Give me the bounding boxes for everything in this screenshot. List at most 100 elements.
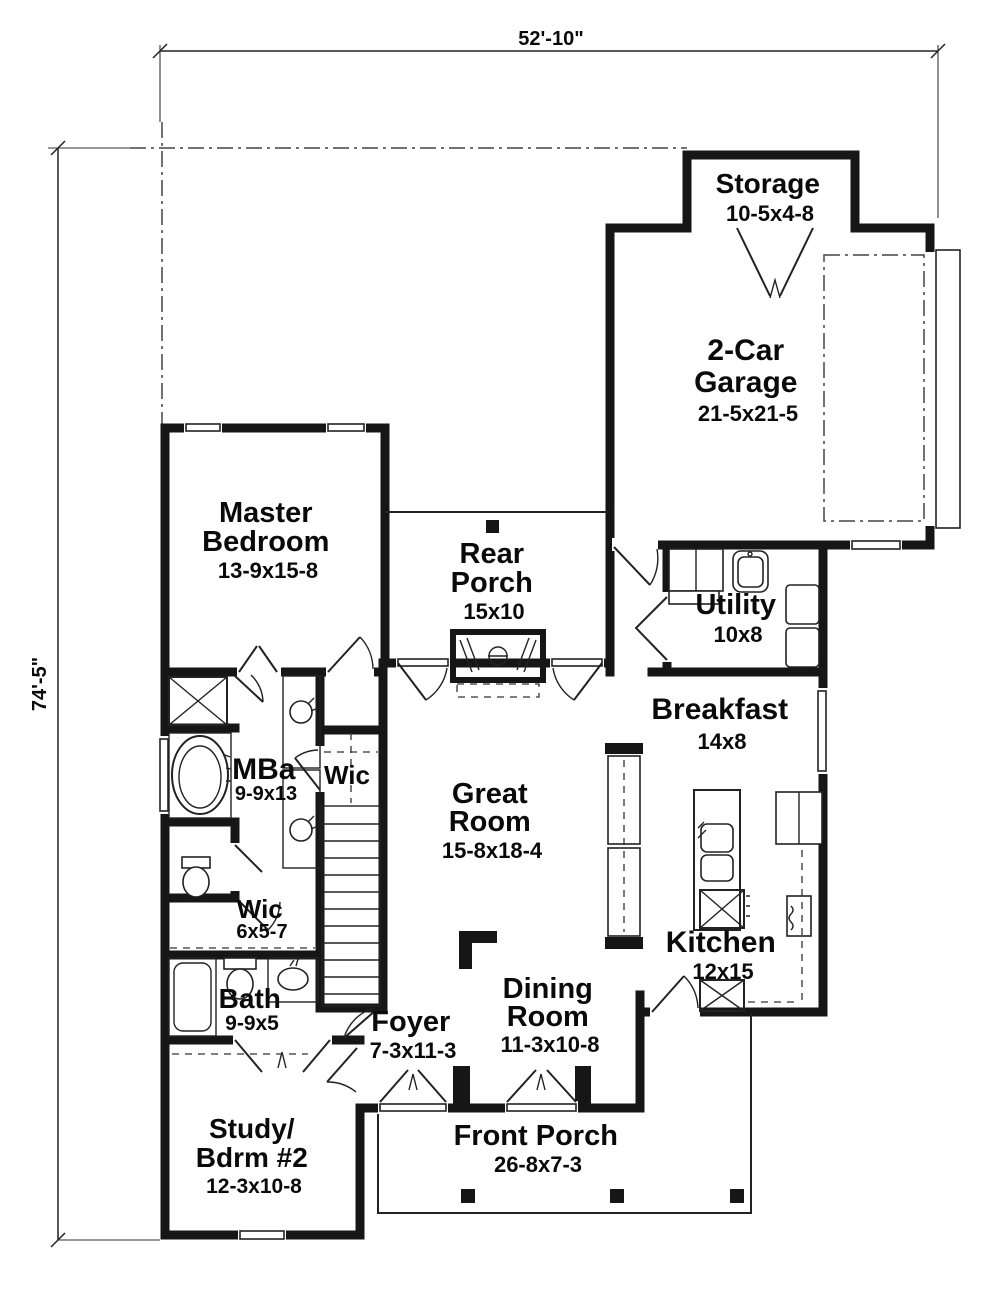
porch-column	[610, 1189, 624, 1203]
dimension-annotations: 52'-10" 74'-5"	[29, 28, 946, 1248]
toilet-bowl	[226, 968, 254, 1000]
room-label-front-porch: Front Porch 26-8x7-3	[454, 1120, 623, 1177]
room-label-study-bdrm2: Study/ Bdrm #2 12-3x10-8	[196, 1113, 313, 1198]
tub-inner	[178, 745, 222, 809]
room-label-wic-upper: Wic	[324, 760, 370, 790]
toilet-tank	[223, 957, 257, 970]
room-label-foyer: Foyer 7-3x11-3	[370, 1006, 457, 1063]
tub-outer	[171, 735, 229, 815]
tub-faucet	[224, 754, 232, 782]
island-sink	[700, 854, 734, 882]
door-swing-arc	[267, 901, 281, 931]
cooktop	[699, 889, 745, 929]
faucet	[289, 958, 299, 967]
overall-width-label: 52'-10"	[518, 28, 583, 50]
door-caret	[277, 1051, 287, 1069]
vanity-sink	[277, 967, 309, 991]
door-caret	[536, 1073, 546, 1091]
kitchen-island	[693, 789, 750, 931]
faucet	[747, 551, 753, 557]
door-sill	[506, 1103, 577, 1112]
vanity-counter	[267, 957, 319, 1003]
cooktop-x	[699, 889, 745, 929]
island	[693, 789, 741, 931]
vanity-counter	[282, 675, 321, 769]
porch-french-door	[397, 662, 427, 701]
bath-door	[343, 1009, 377, 1039]
wall-pier	[575, 1066, 591, 1112]
window	[817, 690, 827, 772]
porch-column	[730, 1189, 744, 1203]
door-swing-arc	[425, 667, 448, 701]
room-label-breakfast: Breakfast 14x8	[651, 693, 792, 754]
vanity-counter	[282, 769, 321, 869]
cooktop-knobs	[746, 895, 750, 917]
door-swing-arc	[326, 1081, 357, 1093]
wall-oven	[786, 895, 812, 937]
utility-door	[634, 596, 668, 661]
window	[851, 540, 901, 550]
door-gap	[233, 1033, 332, 1046]
oven-detail	[788, 905, 794, 931]
walls	[160, 150, 935, 1240]
front-door	[379, 1069, 447, 1103]
porch-column	[486, 520, 499, 533]
master-toilet	[181, 856, 211, 898]
range-x	[699, 979, 745, 1012]
door-gap	[313, 746, 326, 792]
washer-dryer	[668, 548, 724, 605]
garage-entry-door	[613, 546, 651, 586]
door-swing-arc	[359, 636, 374, 670]
door-caret	[769, 277, 781, 299]
shower	[168, 676, 228, 726]
room-label-master-bath: MBa 9-9x13	[232, 753, 300, 805]
mba-door	[234, 675, 264, 703]
room-label-rear-porch: Rear Porch 15x10	[451, 538, 538, 624]
wall-stub	[459, 931, 497, 943]
bathtub	[168, 957, 217, 1037]
toilet-door	[234, 844, 263, 873]
stair-outline	[321, 805, 381, 1007]
hall-bath-fixtures	[168, 957, 319, 1037]
room-label-master-bedroom: Master Bedroom 13-9x15-8	[202, 497, 334, 583]
window	[185, 423, 221, 432]
room-labels: Storage 10-5x4-8 2-Car Garage 21-5x21-5 …	[196, 168, 825, 1198]
fireplace	[450, 629, 546, 698]
porch-column	[461, 1189, 475, 1203]
porch-slab-edge	[377, 1014, 752, 1214]
room-label-storage: Storage 10-5x4-8	[716, 168, 825, 226]
door-swing-arc	[250, 674, 264, 703]
fireplace-box	[450, 629, 546, 683]
wic-lower-door	[237, 899, 269, 931]
door-gap	[326, 665, 374, 678]
door-swing-arc	[683, 975, 699, 1009]
faucet	[697, 821, 707, 839]
laundry-sink	[732, 550, 769, 593]
window	[159, 738, 169, 812]
master-double-door	[238, 645, 278, 673]
room-label-bath: Bath 9-9x5	[219, 983, 286, 1035]
door-swing-arc	[343, 1007, 375, 1039]
fireplace-hatch	[459, 637, 537, 673]
cabinet-cap	[605, 743, 643, 754]
staircase	[321, 805, 381, 1007]
freezer	[785, 627, 820, 668]
faucet	[307, 815, 319, 830]
master-door	[327, 636, 361, 673]
door-swing-arc	[294, 749, 319, 759]
vanity	[282, 675, 321, 869]
door-sill	[397, 658, 449, 667]
shower-pan	[168, 676, 228, 726]
garage-door-panel	[935, 249, 961, 529]
vanity-sink	[289, 700, 313, 724]
kitchen-door	[651, 975, 685, 1013]
door-gap	[650, 1005, 700, 1018]
dining-french-door	[506, 1069, 577, 1103]
room-label-great-room: Great Room 15-8x18-4	[442, 778, 543, 863]
storage-double-door	[736, 227, 814, 297]
door-gap	[612, 538, 658, 551]
bathtub-inner	[173, 962, 212, 1032]
porch-french-door	[573, 662, 603, 701]
window	[327, 423, 365, 432]
